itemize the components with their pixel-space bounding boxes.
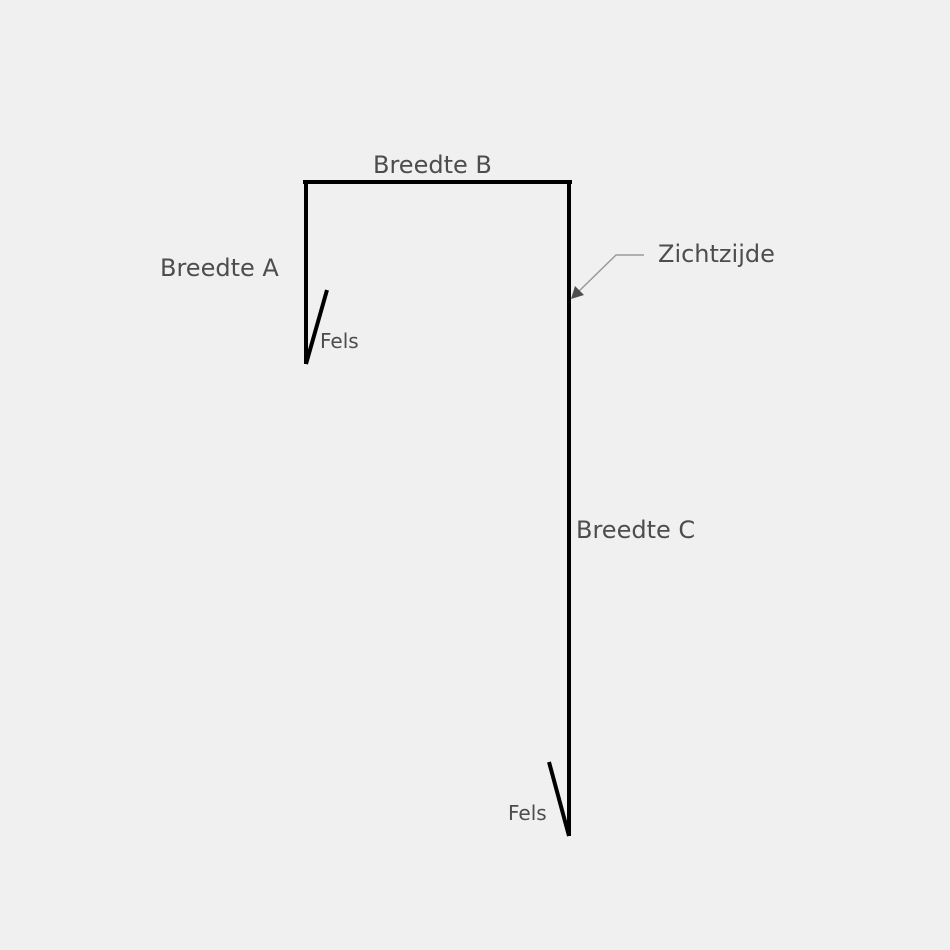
- fold-right-label: Fels: [508, 801, 547, 825]
- fold-left-label: Fels: [320, 329, 359, 353]
- visible-side-label: Zichtzijde: [658, 240, 775, 268]
- width-b-label: Breedte B: [373, 151, 492, 179]
- visible-side-arrowhead: [571, 286, 584, 299]
- width-c-label: Breedte C: [576, 516, 696, 544]
- visible-side-pointer-line: [575, 254, 644, 295]
- width-a-label: Breedte A: [160, 254, 279, 282]
- fold-left-line: [304, 289, 329, 365]
- fold-right-line: [547, 761, 571, 837]
